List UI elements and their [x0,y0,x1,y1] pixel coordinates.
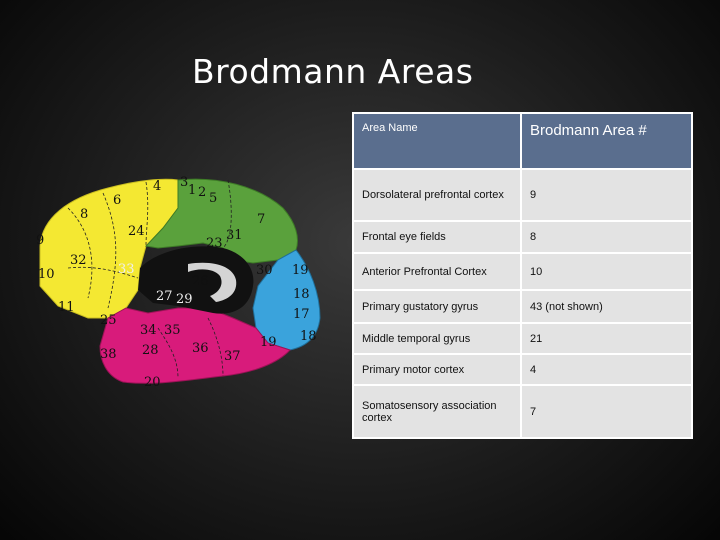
svg-text:30: 30 [256,263,273,278]
table-header-row: Area Name Brodmann Area # [352,112,693,170]
table-row: Anterior Prefrontal Cortex 10 [352,252,693,291]
column-header-area-name: Area Name [352,112,522,170]
svg-text:18: 18 [300,329,317,344]
svg-text:6: 6 [113,193,121,208]
svg-text:29: 29 [176,292,193,307]
svg-text:5: 5 [209,191,217,206]
svg-text:4: 4 [153,179,161,194]
area-boundaries [67,179,232,379]
svg-text:25: 25 [100,313,117,328]
svg-text:19: 19 [292,263,309,278]
area-number-cell: 8 [520,220,693,254]
area-name-cell: Dorsolateral prefrontal cortex [352,168,522,222]
table-row: Frontal eye fields 8 [352,220,693,254]
svg-text:28: 28 [142,343,159,358]
area-number-cell: 4 [520,353,693,386]
svg-text:26: 26 [192,274,209,289]
svg-text:20: 20 [144,375,161,390]
svg-text:2: 2 [198,185,206,200]
svg-text:33: 33 [118,262,135,277]
area-name-cell: Primary motor cortex [352,353,522,386]
brodmann-table: Area Name Brodmann Area # Dorsolateral p… [352,112,693,439]
slide-title: Brodmann Areas [192,52,474,91]
svg-text:35: 35 [164,323,181,338]
table-row: Dorsolateral prefrontal cortex 9 [352,168,693,222]
svg-text:9: 9 [36,233,44,248]
svg-text:32: 32 [70,253,87,268]
svg-text:27: 27 [156,289,173,304]
table-row: Somatosensory association cortex 7 [352,384,693,439]
svg-text:11: 11 [58,300,75,315]
area-name-cell: Anterior Prefrontal Cortex [352,252,522,291]
frontal-region [39,178,179,319]
svg-text:38: 38 [100,347,117,362]
area-name-cell: Frontal eye fields [352,220,522,254]
svg-text:3: 3 [180,175,188,190]
brodmann-medial-brain-diagram: 4 3 1 2 5 6 8 9 24 7 31 23 32 33 10 30 1… [28,168,348,398]
svg-text:24: 24 [128,224,145,239]
area-name-cell: Middle temporal gyrus [352,322,522,355]
area-name-cell: Somatosensory association cortex [352,384,522,439]
svg-text:34: 34 [140,323,157,338]
svg-text:19: 19 [260,335,277,350]
area-number-cell: 21 [520,322,693,355]
table-row: Middle temporal gyrus 21 [352,322,693,355]
column-header-area-number: Brodmann Area # [520,112,693,170]
svg-text:8: 8 [80,207,88,222]
temporal-region [99,307,291,384]
svg-text:37: 37 [224,349,241,364]
area-number-cell: 43 (not shown) [520,289,693,324]
area-number-cell: 9 [520,168,693,222]
table-row: Primary gustatory gyrus 43 (not shown) [352,289,693,324]
svg-text:18: 18 [293,287,310,302]
svg-text:10: 10 [38,267,55,282]
svg-text:31: 31 [226,228,243,243]
table-row: Primary motor cortex 4 [352,353,693,386]
ventricle [188,262,237,302]
svg-text:7: 7 [257,212,265,227]
svg-text:17: 17 [293,307,310,322]
svg-text:1: 1 [188,183,196,198]
area-number-cell: 7 [520,384,693,439]
svg-text:23: 23 [206,236,223,251]
parietal-region [144,178,298,264]
area-number-cell: 10 [520,252,693,291]
svg-text:36: 36 [192,341,209,356]
area-name-cell: Primary gustatory gyrus [352,289,522,324]
